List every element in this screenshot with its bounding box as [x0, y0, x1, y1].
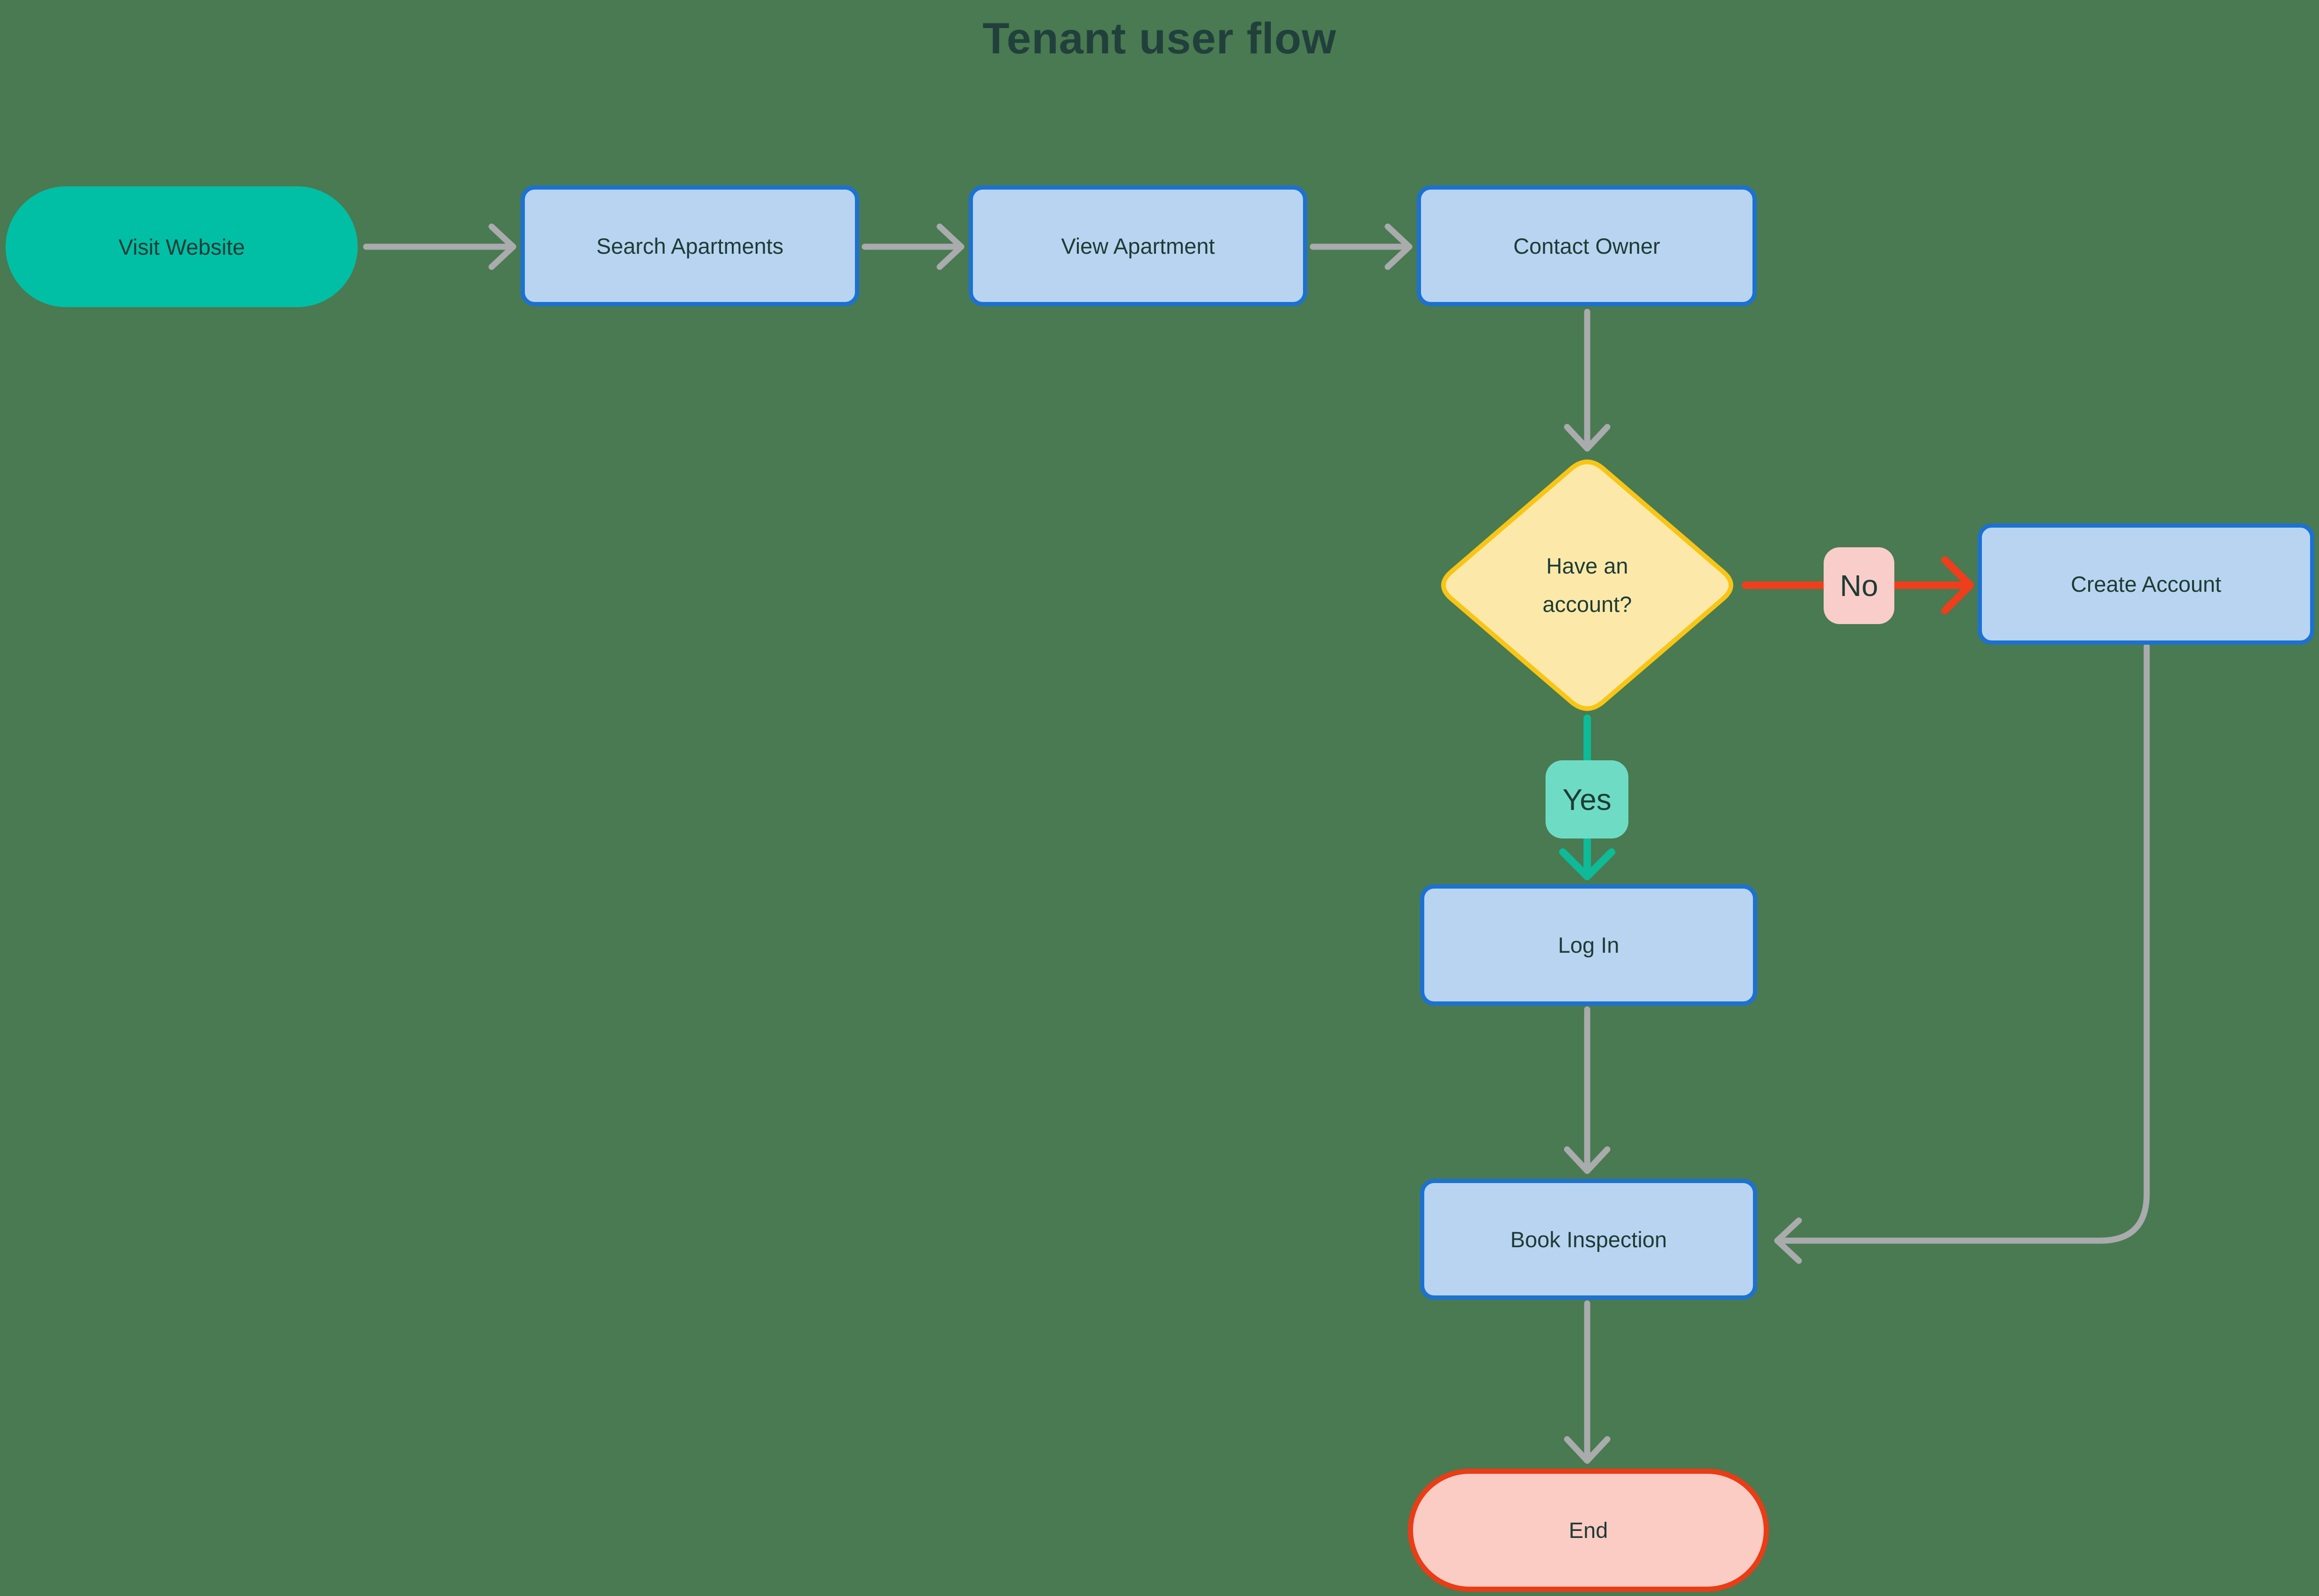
node-visit-website-label: Visit Website: [118, 234, 245, 259]
edge-label-no: No: [1824, 547, 1894, 624]
edge-label-yes: Yes: [1546, 760, 1628, 838]
arrow-search-to-view: [861, 223, 964, 270]
node-view-apartment: View Apartment: [969, 185, 1307, 306]
arrow-contact-to-decision: [1564, 309, 1611, 452]
node-log-in-label: Log In: [1558, 933, 1620, 957]
node-book-inspection: Book Inspection: [1420, 1179, 1757, 1300]
arrow-view-to-contact: [1310, 223, 1413, 270]
decision-have-account-label: Have an account?: [1542, 553, 1632, 617]
node-book-inspection-label: Book Inspection: [1510, 1227, 1667, 1252]
edge-label-no-text: No: [1840, 569, 1878, 603]
node-view-apartment-label: View Apartment: [1061, 233, 1215, 258]
arrow-visit-to-search: [363, 223, 516, 270]
node-search-apartments-label: Search Apartments: [596, 233, 784, 258]
arrow-login-to-book: [1564, 1006, 1611, 1174]
arrow-book-to-end: [1564, 1300, 1611, 1464]
node-log-in: Log In: [1420, 884, 1757, 1006]
node-end-label: End: [1568, 1518, 1608, 1543]
edge-label-yes-text: Yes: [1562, 782, 1612, 816]
node-search-apartments: Search Apartments: [521, 185, 859, 306]
flow-title: Tenant user flow: [982, 14, 1337, 63]
node-visit-website: Visit Website: [6, 186, 358, 307]
arrow-create-to-book: [1774, 643, 2150, 1264]
node-create-account: Create Account: [1978, 523, 2314, 645]
node-end: End: [1408, 1469, 1769, 1592]
node-create-account-label: Create Account: [2070, 572, 2222, 596]
node-contact-owner: Contact Owner: [1417, 185, 1757, 306]
node-contact-owner-label: Contact Owner: [1513, 233, 1660, 258]
